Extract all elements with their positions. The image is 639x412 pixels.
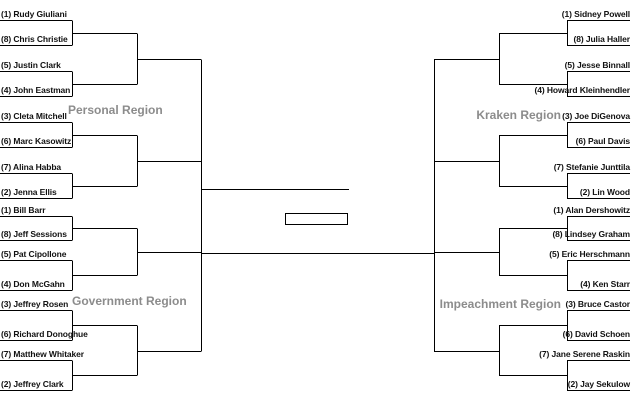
team-slot[interactable]: (2) Lin Wood: [579, 187, 630, 197]
team-slot[interactable]: (4) John Eastman: [1, 85, 71, 95]
team-slot[interactable]: (1) Rudy Giuliani: [1, 9, 67, 19]
team-slot[interactable]: (3) Jeffrey Rosen: [1, 299, 69, 309]
region-label: Impeachment Region: [439, 297, 561, 311]
team-slot[interactable]: (1) Sidney Powell: [561, 9, 630, 19]
team-slot[interactable]: (4) Howard Kleinhendler: [534, 85, 631, 95]
team-slot[interactable]: (7) Matthew Whitaker: [1, 349, 85, 359]
team-slot[interactable]: (1) Alan Dershowitz: [553, 205, 630, 215]
team-slot[interactable]: (6) Richard Donoghue: [1, 329, 88, 339]
region-label: Personal Region: [68, 103, 163, 117]
team-slot[interactable]: (6) Marc Kasowitz: [1, 136, 72, 146]
team-slot[interactable]: (8) Jeff Sessions: [1, 229, 67, 239]
team-slot[interactable]: (6) Paul Davis: [575, 136, 630, 146]
team-slot[interactable]: (5) Eric Herschmann: [549, 249, 630, 259]
team-slot[interactable]: (7) Alina Habba: [1, 162, 62, 172]
team-slot[interactable]: (7) Stefanie Junttila: [553, 162, 630, 172]
team-slot[interactable]: (2) Jenna Ellis: [1, 187, 57, 197]
team-slot[interactable]: (6) David Schoen: [562, 329, 630, 339]
region-label: Kraken Region: [476, 108, 561, 122]
team-slot[interactable]: (4) Ken Starr: [580, 279, 630, 289]
team-slot[interactable]: (1) Bill Barr: [1, 205, 46, 215]
team-slot[interactable]: (8) Lindsey Graham: [552, 229, 630, 239]
team-slot[interactable]: (5) Jesse Binnall: [564, 60, 630, 70]
team-slot[interactable]: (3) Cleta Mitchell: [1, 111, 67, 121]
team-slot[interactable]: (7) Jane Serene Raskin: [539, 349, 630, 359]
team-slot[interactable]: (4) Don McGahn: [1, 279, 65, 289]
team-slot[interactable]: (3) Bruce Castor: [565, 299, 630, 309]
team-slot[interactable]: (3) Joe DiGenova: [562, 111, 630, 121]
team-slot[interactable]: (5) Justin Clark: [1, 60, 61, 70]
champion-box[interactable]: [285, 213, 348, 225]
team-slot[interactable]: (2) Jeffrey Clark: [1, 379, 64, 389]
team-slot[interactable]: (8) Julia Haller: [573, 34, 630, 44]
region-label: Government Region: [72, 294, 187, 308]
team-slot[interactable]: (2) Jay Sekulow: [567, 379, 630, 389]
team-slot[interactable]: (8) Chris Christie: [1, 34, 68, 44]
team-slot[interactable]: (5) Pat Cipollone: [1, 249, 67, 259]
